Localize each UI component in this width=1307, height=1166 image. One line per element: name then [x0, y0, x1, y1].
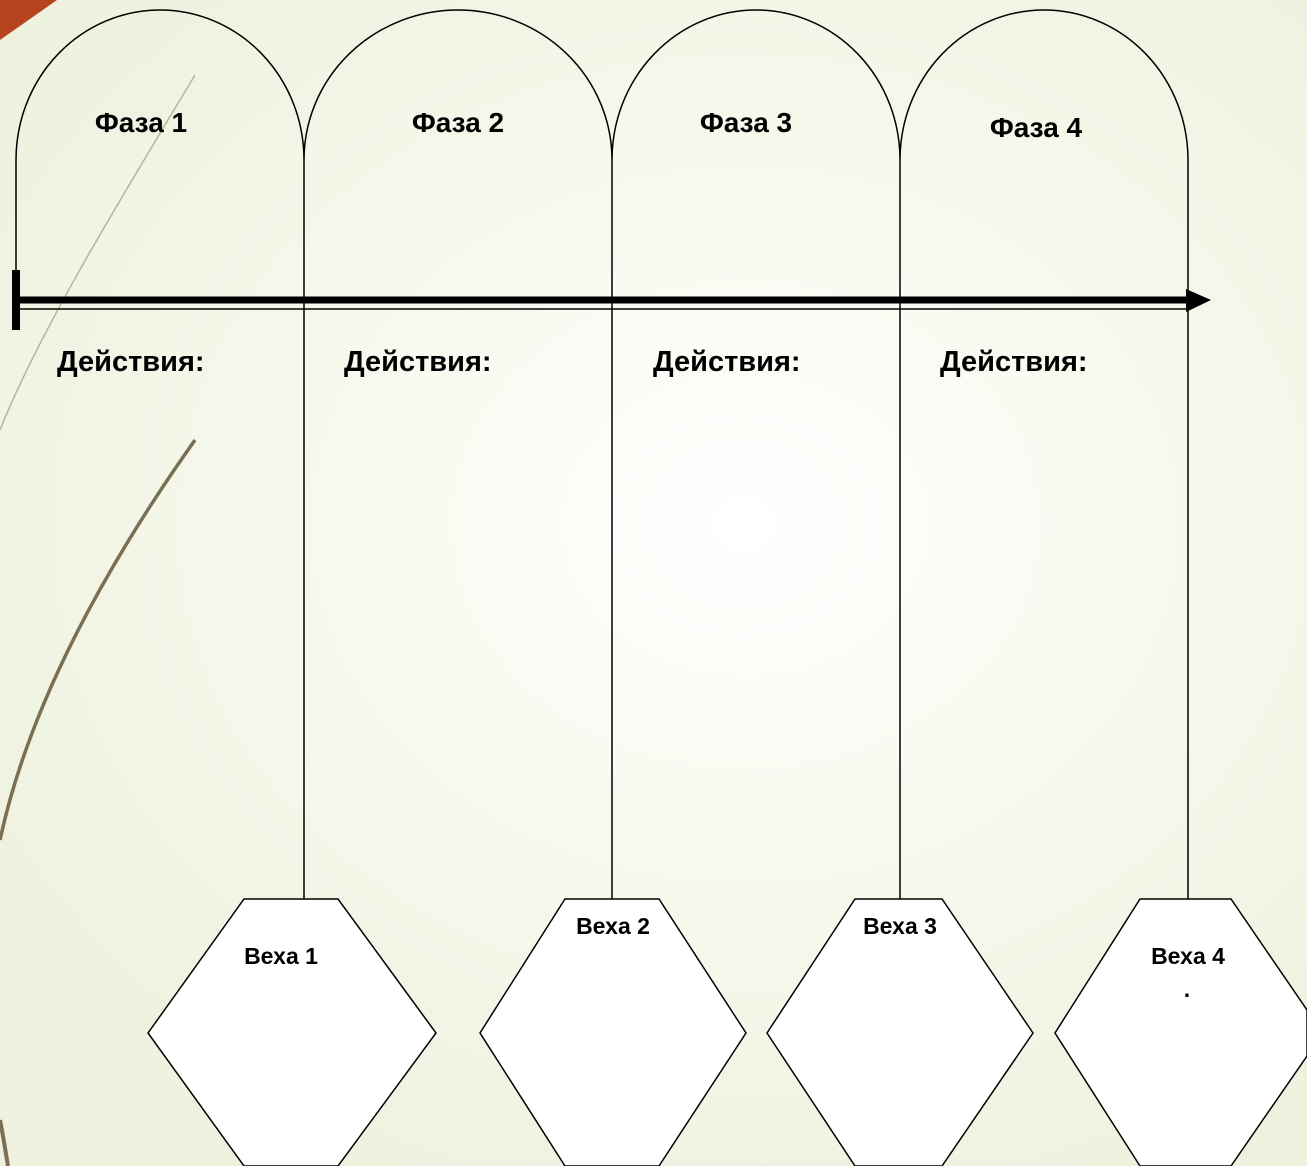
milestone-hexagon: [1054, 898, 1307, 1166]
milestone-hexagon: [147, 898, 437, 1166]
decorative-thick-curve: [0, 438, 197, 841]
milestone-label: Веха 3: [863, 913, 937, 939]
timeline-arrow-head: [1186, 289, 1211, 312]
milestone-hexagon: [766, 898, 1034, 1166]
decorative-bottom-curve: [0, 1119, 10, 1166]
milestone-label: Веха 4: [1151, 943, 1225, 969]
milestone-note: .: [1184, 976, 1190, 1002]
phase-title: Фаза 3: [700, 107, 792, 138]
actions-label: Действия:: [344, 346, 492, 378]
actions-label: Действия:: [653, 346, 801, 378]
milestone-label: Веха 2: [576, 913, 650, 939]
actions-label: Действия:: [57, 346, 205, 378]
phase-title: Фаза 2: [412, 107, 504, 138]
decorative-thin-curve: [0, 74, 196, 431]
actions-label: Действия:: [940, 346, 1088, 378]
phase-title: Фаза 1: [95, 107, 187, 138]
milestone-label: Веха 1: [244, 943, 318, 969]
corner-accent-shape: [0, 0, 57, 40]
phase-outline: [15, 9, 1189, 300]
phase-title: Фаза 4: [990, 112, 1083, 143]
milestone-hexagon: [479, 898, 747, 1166]
